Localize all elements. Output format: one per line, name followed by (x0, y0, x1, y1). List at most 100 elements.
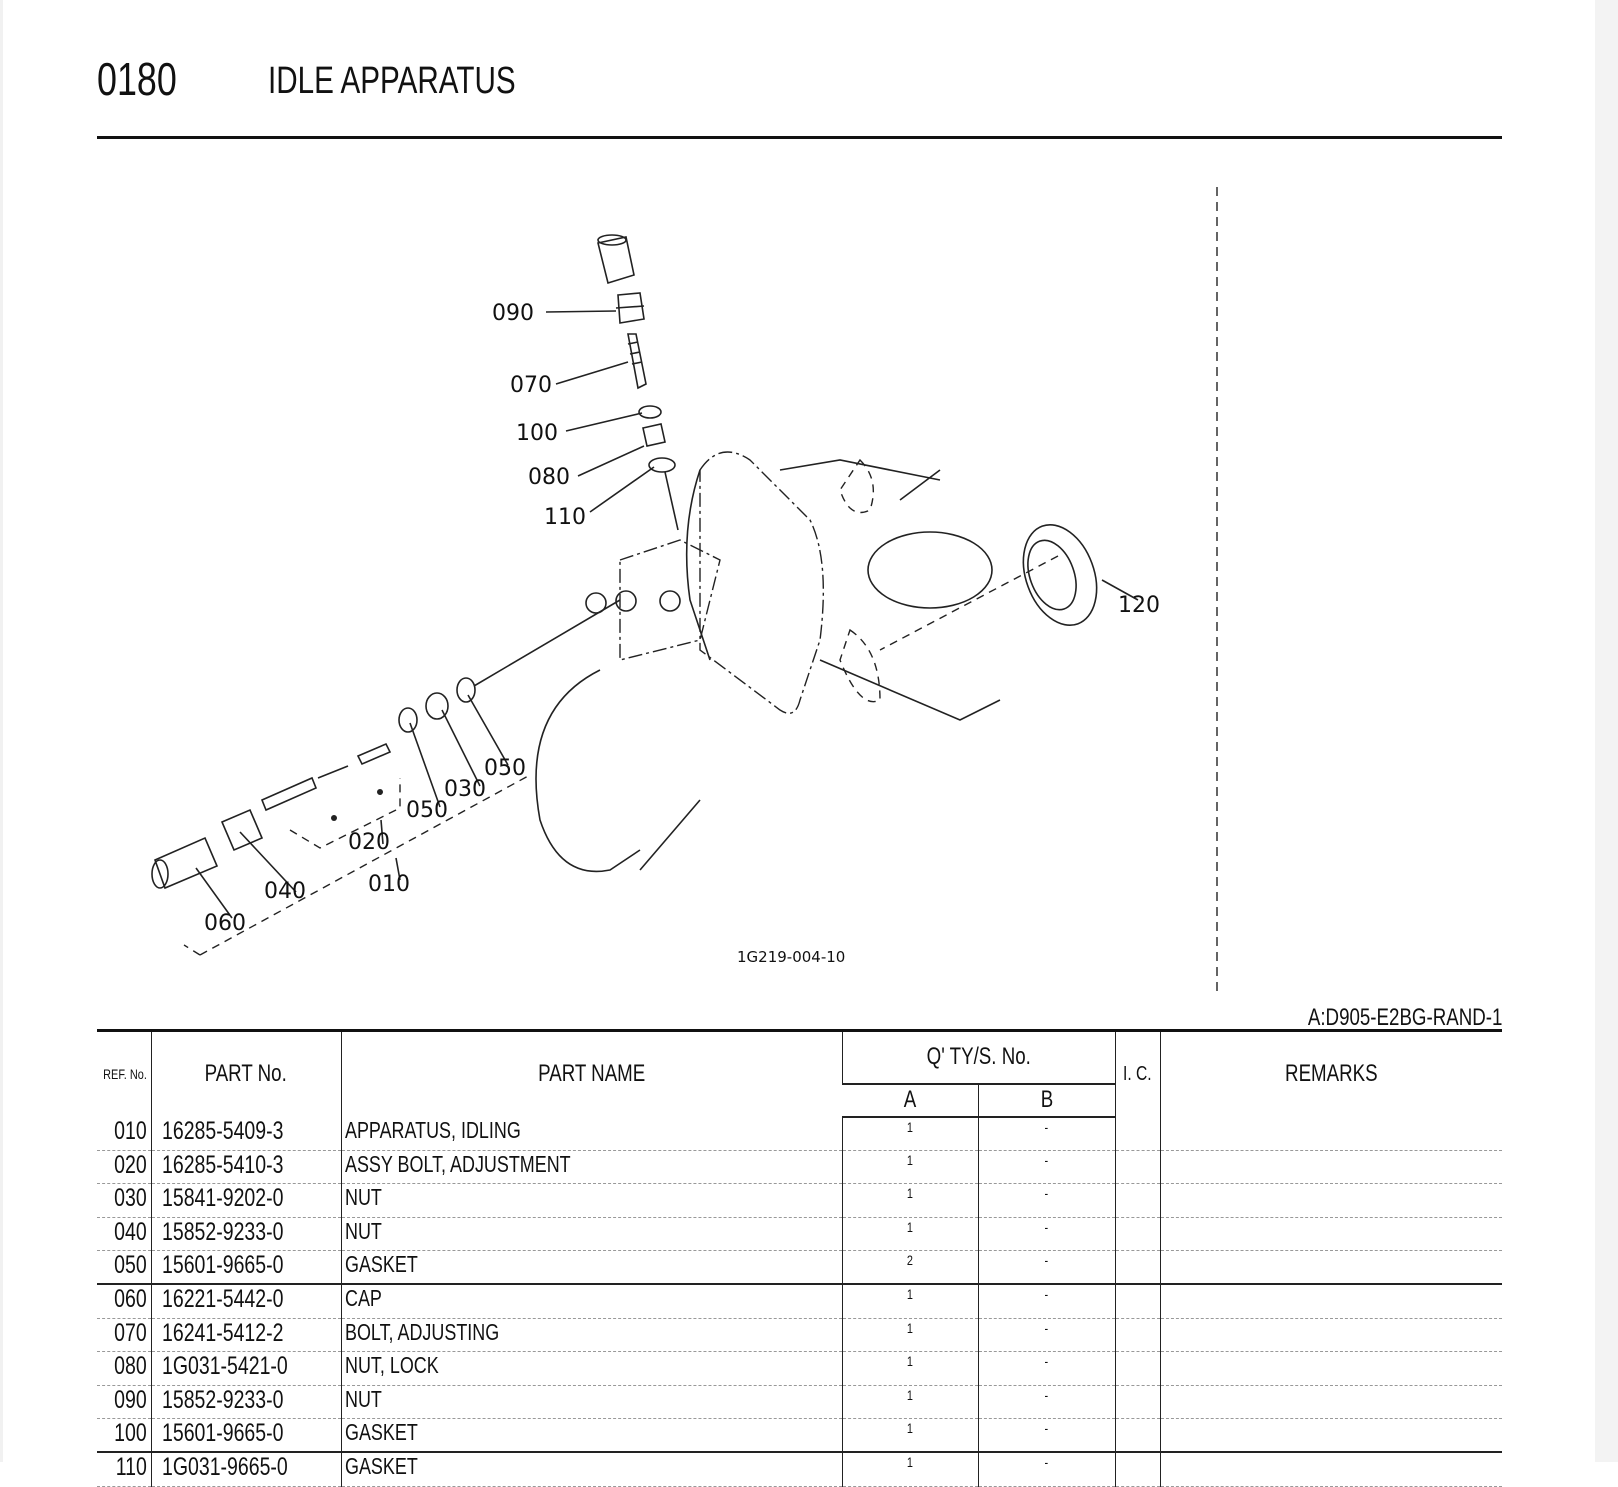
part-no-text: 16221-5442-0 (161, 1285, 283, 1314)
section-title: IDLE APPARATUS (268, 60, 585, 103)
part-name: BOLT, ADJUSTING (340, 1318, 842, 1353)
ref-text: 040 (113, 1217, 147, 1246)
horizontal-assembly (151, 599, 621, 956)
b-text: - (1044, 1319, 1049, 1336)
ref-text: 080 (113, 1352, 147, 1381)
name-text: GASKET (344, 1419, 418, 1446)
part-name: GASKET (340, 1452, 842, 1487)
table-row: 070 16241-5412-2 BOLT, ADJUSTING 1 - (97, 1318, 1502, 1353)
ref-no: 110 (97, 1452, 151, 1487)
ref-text: 070 (113, 1318, 147, 1347)
b-text: - (1044, 1420, 1049, 1437)
ic (1114, 1116, 1161, 1151)
ic (1114, 1183, 1161, 1218)
qty-b: - (977, 1183, 1116, 1218)
ic (1114, 1452, 1161, 1487)
ic (1114, 1351, 1161, 1386)
qty-b: - (977, 1217, 1116, 1252)
ref-no: 010 (97, 1116, 151, 1151)
callout-020: 020 (348, 830, 390, 855)
name-text: NUT, LOCK (344, 1352, 439, 1379)
header-qty: Q' TY/S. No. (841, 1029, 1116, 1085)
page-edge (0, 0, 3, 1462)
b-text: - (1044, 1151, 1049, 1168)
part-no: 15841-9202-0 (150, 1183, 341, 1218)
part-name: NUT (340, 1183, 842, 1218)
qty-a: 2 (841, 1250, 978, 1286)
remarks (1159, 1351, 1502, 1386)
ref-text: 060 (113, 1285, 147, 1314)
qty-b: - (977, 1284, 1116, 1319)
part-no-text: 15601-9665-0 (161, 1419, 283, 1448)
ref-text: 020 (113, 1150, 147, 1179)
a-text: 1 (906, 1353, 914, 1370)
header-qty-a: A (842, 1083, 978, 1118)
vertical-assembly (597, 234, 679, 531)
remarks (1159, 1116, 1502, 1151)
b-text: - (1044, 1185, 1049, 1202)
name-text: ASSY BOLT, ADJUSTMENT (344, 1150, 571, 1177)
a-text: 2 (906, 1252, 914, 1269)
part-name: NUT (340, 1217, 842, 1252)
ref-no: 020 (97, 1150, 151, 1185)
callout-050b: 050 (406, 798, 448, 823)
table-row: 110 1G031-9665-0 GASKET 1 - (97, 1452, 1502, 1487)
model-applicability: A:D905-E2BG-RAND-1 (1253, 1004, 1502, 1032)
a-text: 1 (906, 1386, 914, 1403)
title-rule (97, 136, 1502, 139)
ref-text: 050 (113, 1251, 147, 1280)
qty-a: 1 (841, 1452, 978, 1487)
ref-no: 060 (97, 1284, 151, 1319)
table-row: 050 15601-9665-0 GASKET 2 - (97, 1250, 1502, 1286)
section-number: 0180 (97, 52, 199, 106)
callout-040: 040 (264, 879, 306, 904)
b-text: - (1044, 1286, 1049, 1303)
ref-no: 090 (97, 1385, 151, 1420)
ic (1114, 1284, 1161, 1319)
parts-table: REF. No. PART No. PART NAME Q' TY/S. No.… (97, 1029, 1502, 1487)
qty-b: - (977, 1385, 1116, 1420)
ref-no: 040 (97, 1217, 151, 1252)
qty-b: - (977, 1351, 1116, 1386)
qty-a: 1 (841, 1318, 978, 1353)
qty-a: 1 (841, 1116, 978, 1151)
ref-text: 090 (113, 1385, 147, 1414)
b-text: - (1044, 1454, 1049, 1471)
callout-080: 080 (528, 465, 570, 490)
name-text: APPARATUS, IDLING (344, 1116, 521, 1143)
qty-b: - (977, 1418, 1116, 1454)
header-ref-no: REF. No. (97, 1029, 151, 1117)
viewer-scroll-gutter[interactable] (1595, 0, 1618, 1462)
section-title-text: IDLE APPARATUS (268, 60, 516, 102)
ic (1114, 1150, 1161, 1185)
name-text: BOLT, ADJUSTING (344, 1318, 499, 1345)
ref-no: 100 (97, 1418, 151, 1454)
section-number-text: 0180 (97, 53, 177, 105)
exploded-parts-diagram: 090 070 100 080 110 120 050 030 050 020 … (151, 187, 1218, 995)
engine-housing (535, 451, 1001, 873)
qty-a: 1 (841, 1351, 978, 1386)
part-no: 15601-9665-0 (150, 1250, 341, 1286)
table-row: 010 16285-5409-3 APPARATUS, IDLING 1 - (97, 1116, 1502, 1151)
part-no-text: 16241-5412-2 (161, 1318, 283, 1347)
ref-no: 030 (97, 1183, 151, 1218)
callout-050a: 050 (484, 756, 526, 781)
part-name: APPARATUS, IDLING (340, 1116, 842, 1151)
part-no: 16285-5409-3 (150, 1116, 341, 1151)
a-text: 1 (906, 1218, 914, 1235)
part-no-text: 16285-5410-3 (161, 1150, 283, 1179)
ic (1114, 1385, 1161, 1420)
qty-a: 1 (841, 1418, 978, 1454)
a-text: 1 (906, 1420, 914, 1437)
callout-090: 090 (492, 301, 534, 326)
remarks (1159, 1217, 1502, 1252)
header-part-name: PART NAME (340, 1029, 842, 1117)
part-no: 15852-9233-0 (150, 1217, 341, 1252)
a-text: 1 (906, 1286, 914, 1303)
b-text: - (1044, 1118, 1049, 1135)
ic (1114, 1217, 1161, 1252)
part-no-text: 15852-9233-0 (161, 1217, 283, 1246)
part-name: CAP (340, 1284, 842, 1319)
name-text: GASKET (344, 1453, 418, 1480)
header-remarks: REMARKS (1159, 1029, 1502, 1117)
